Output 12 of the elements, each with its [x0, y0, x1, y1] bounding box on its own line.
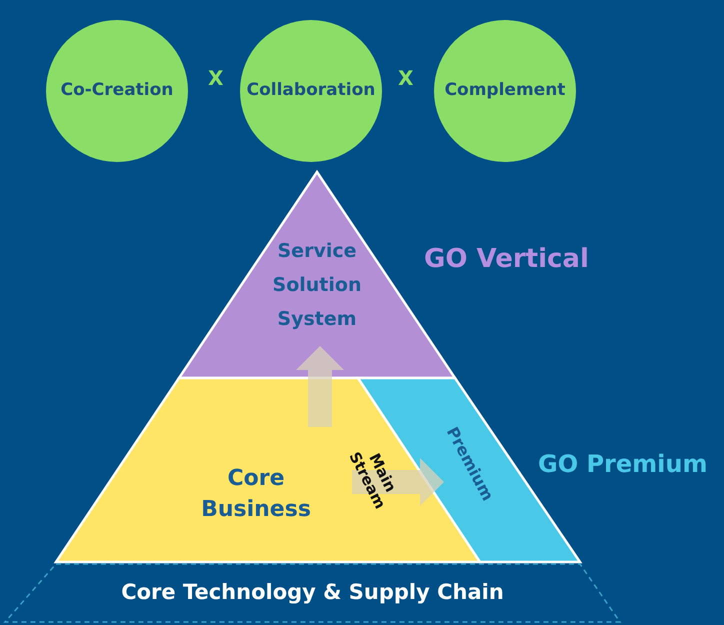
times-sign: X	[398, 66, 414, 90]
times-sign: X	[208, 66, 224, 90]
node-label: Complement	[444, 80, 566, 102]
node-label: Co-Creation	[60, 80, 174, 102]
node-label: Service Solution System	[272, 239, 362, 332]
strategy-label: GO Premium	[538, 450, 708, 478]
block-arrow	[352, 458, 444, 506]
strategy-label: GO Vertical	[424, 244, 589, 274]
node-label: Core Technology & Supply Chain	[120, 580, 505, 606]
node-label: Collaboration	[246, 80, 376, 102]
block-arrow	[296, 346, 344, 427]
node-label: Core Business	[200, 465, 312, 524]
